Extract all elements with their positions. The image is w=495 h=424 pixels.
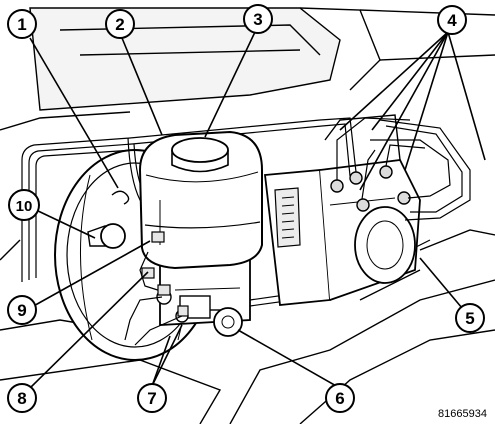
fluid-reservoir (138, 130, 263, 270)
callout-1: 1 (7, 9, 37, 39)
callout-8: 8 (7, 383, 37, 413)
vacuum-hose-icon (111, 190, 130, 205)
pressure-switch (210, 307, 243, 337)
callout-leader-lines (29, 31, 486, 389)
reservoir-cap (171, 137, 229, 173)
callout-10: 10 (8, 189, 40, 221)
callout-5-label: 5 (465, 309, 474, 328)
callout-5: 5 (455, 303, 485, 333)
callout-9: 9 (7, 295, 37, 325)
callout-3-label: 3 (253, 10, 262, 29)
callout-7-label: 7 (147, 389, 156, 408)
vehicle-body-panels (0, 7, 495, 424)
callout-3: 3 (243, 4, 273, 34)
callout-7: 7 (137, 383, 167, 413)
callout-8-label: 8 (17, 389, 26, 408)
callout-2-label: 2 (115, 15, 124, 34)
brake-lines-left (21, 119, 323, 282)
callout-6-label: 6 (335, 389, 344, 408)
callout-4-label: 4 (447, 11, 457, 30)
vacuum-check-valve (87, 223, 126, 249)
figure-id: 81665934 (438, 408, 487, 420)
callout-9-label: 9 (17, 301, 26, 320)
callout-1-label: 1 (17, 15, 26, 34)
callout-6: 6 (325, 383, 355, 413)
abs-hydraulic-control-unit (264, 114, 421, 306)
callout-2: 2 (105, 9, 135, 39)
hcu-brake-lines (319, 117, 471, 221)
callout-4: 4 (437, 5, 467, 35)
callout-10-label: 10 (16, 198, 33, 215)
